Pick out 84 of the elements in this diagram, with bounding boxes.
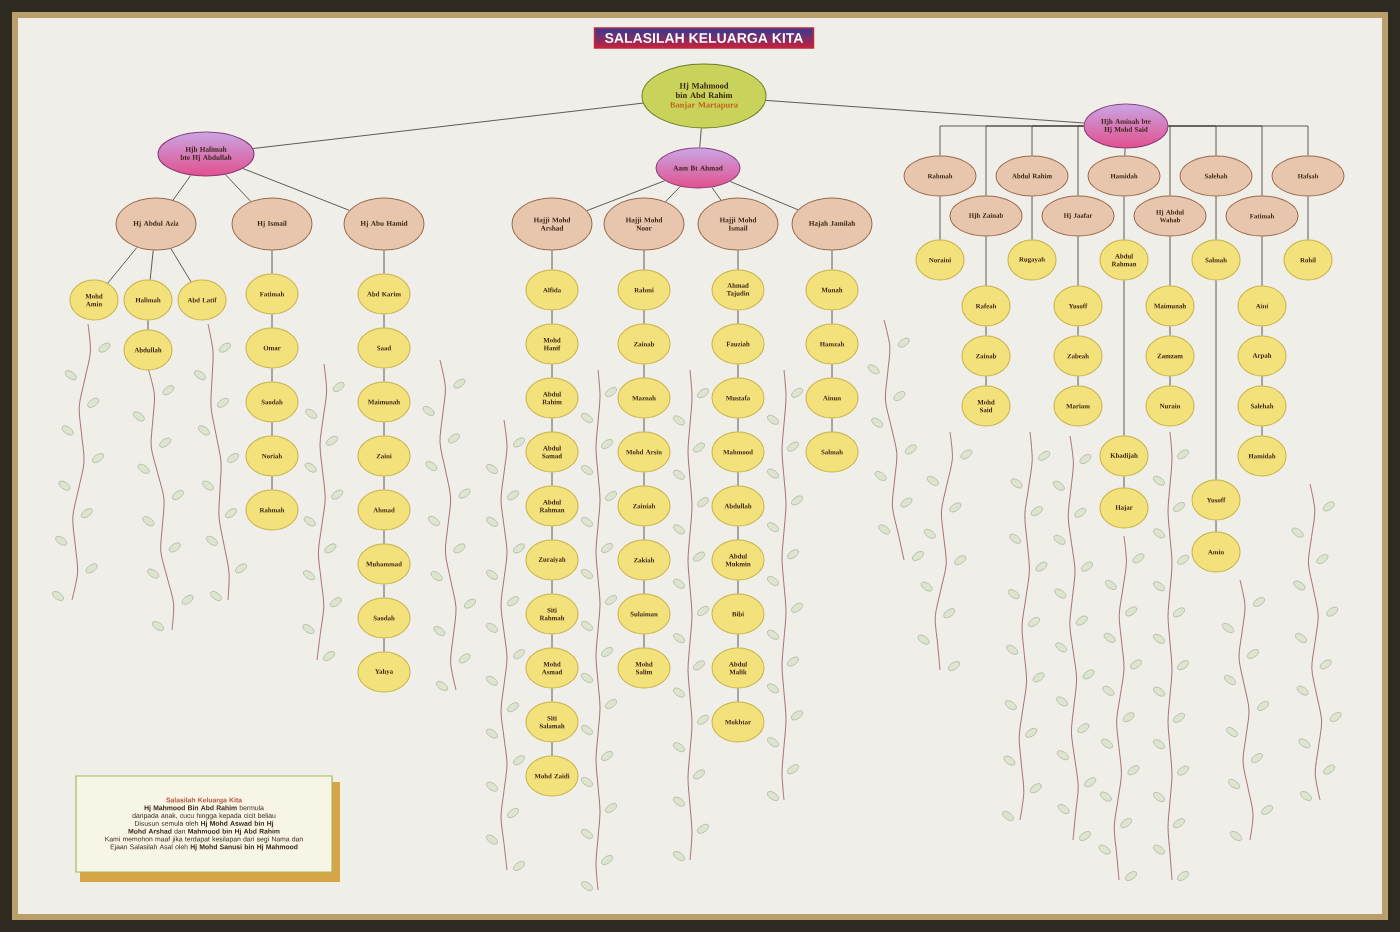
connector-line: [383, 368, 385, 382]
connector-line: [551, 688, 553, 702]
connector-line: [737, 526, 739, 540]
connector-line: [551, 250, 553, 270]
connector-line: [551, 580, 553, 594]
connector-line: [737, 580, 739, 594]
connector-line: [1123, 196, 1125, 240]
connector-line: [1215, 280, 1217, 480]
connector-line: [737, 310, 739, 324]
connector-line: [985, 236, 987, 286]
connector-line: [172, 174, 192, 201]
connector-line: [737, 634, 739, 648]
connector-line: [665, 186, 681, 203]
connector-line: [551, 472, 553, 486]
connector-line: [1261, 426, 1263, 436]
connector-line: [711, 186, 722, 201]
connector-line: [643, 364, 645, 378]
connector-line: [225, 174, 252, 202]
connector-line: [271, 250, 273, 274]
connector-line: [831, 364, 833, 378]
connector-line: [939, 196, 941, 240]
connector-line: [643, 526, 645, 540]
connector-line: [643, 580, 645, 594]
connector-line: [271, 476, 273, 490]
connector-line: [699, 128, 702, 148]
connector-line: [1215, 520, 1217, 532]
connector-line: [383, 250, 385, 274]
connector-line: [242, 168, 350, 211]
connector-line: [1077, 236, 1079, 286]
connector-line: [765, 99, 1085, 124]
connector-line: [383, 530, 385, 544]
connector-line: [551, 526, 553, 540]
connector-line: [271, 368, 273, 382]
connector-line: [1168, 125, 1171, 196]
connector-line: [551, 634, 553, 648]
connector-line: [1261, 376, 1263, 386]
connector-line: [1169, 376, 1171, 386]
connector-line: [1031, 196, 1033, 240]
connector-line: [1077, 326, 1079, 336]
connector-line: [551, 418, 553, 432]
connector-line: [1215, 196, 1217, 240]
connector-line: [551, 310, 553, 324]
connector-line: [107, 246, 138, 284]
connector-line: [1261, 326, 1263, 336]
connector-line: [1077, 376, 1079, 386]
connector-line: [383, 476, 385, 490]
connector-line: [985, 376, 987, 386]
connector-line: [271, 314, 273, 328]
connector-line: [383, 314, 385, 328]
connector-line: [586, 180, 666, 212]
connector-line: [1124, 148, 1126, 156]
connector-line: [737, 688, 739, 702]
connector-line: [737, 418, 739, 432]
connector-line: [985, 326, 987, 336]
connector-line: [147, 320, 149, 330]
connector-line: [1123, 476, 1125, 488]
connector-line: [1169, 236, 1171, 286]
connector-line: [1123, 280, 1125, 436]
connector-line: [831, 418, 833, 432]
connector-line: [383, 638, 385, 652]
connector-line: [1168, 125, 1263, 196]
connector-line: [551, 364, 553, 378]
connector-line: [1077, 125, 1084, 196]
connector-line: [271, 422, 273, 436]
connector-line: [1307, 196, 1309, 240]
connector-line: [643, 310, 645, 324]
connector-line: [831, 250, 833, 270]
connector-line: [737, 250, 739, 270]
connector-line: [383, 584, 385, 598]
connector-line: [383, 422, 385, 436]
connector-line: [729, 181, 799, 211]
connector-line: [737, 364, 739, 378]
connector-line: [643, 634, 645, 648]
connector-line: [551, 742, 553, 756]
connector-line: [643, 250, 645, 270]
connector-line: [149, 250, 154, 281]
connector-line: [831, 310, 833, 324]
connector-line: [1169, 326, 1171, 336]
connector-line: [170, 248, 192, 283]
connector-line: [1261, 236, 1263, 286]
connector-line: [643, 472, 645, 486]
connector-line: [737, 472, 739, 486]
connector-line: [252, 102, 644, 149]
connector-line: [643, 418, 645, 432]
